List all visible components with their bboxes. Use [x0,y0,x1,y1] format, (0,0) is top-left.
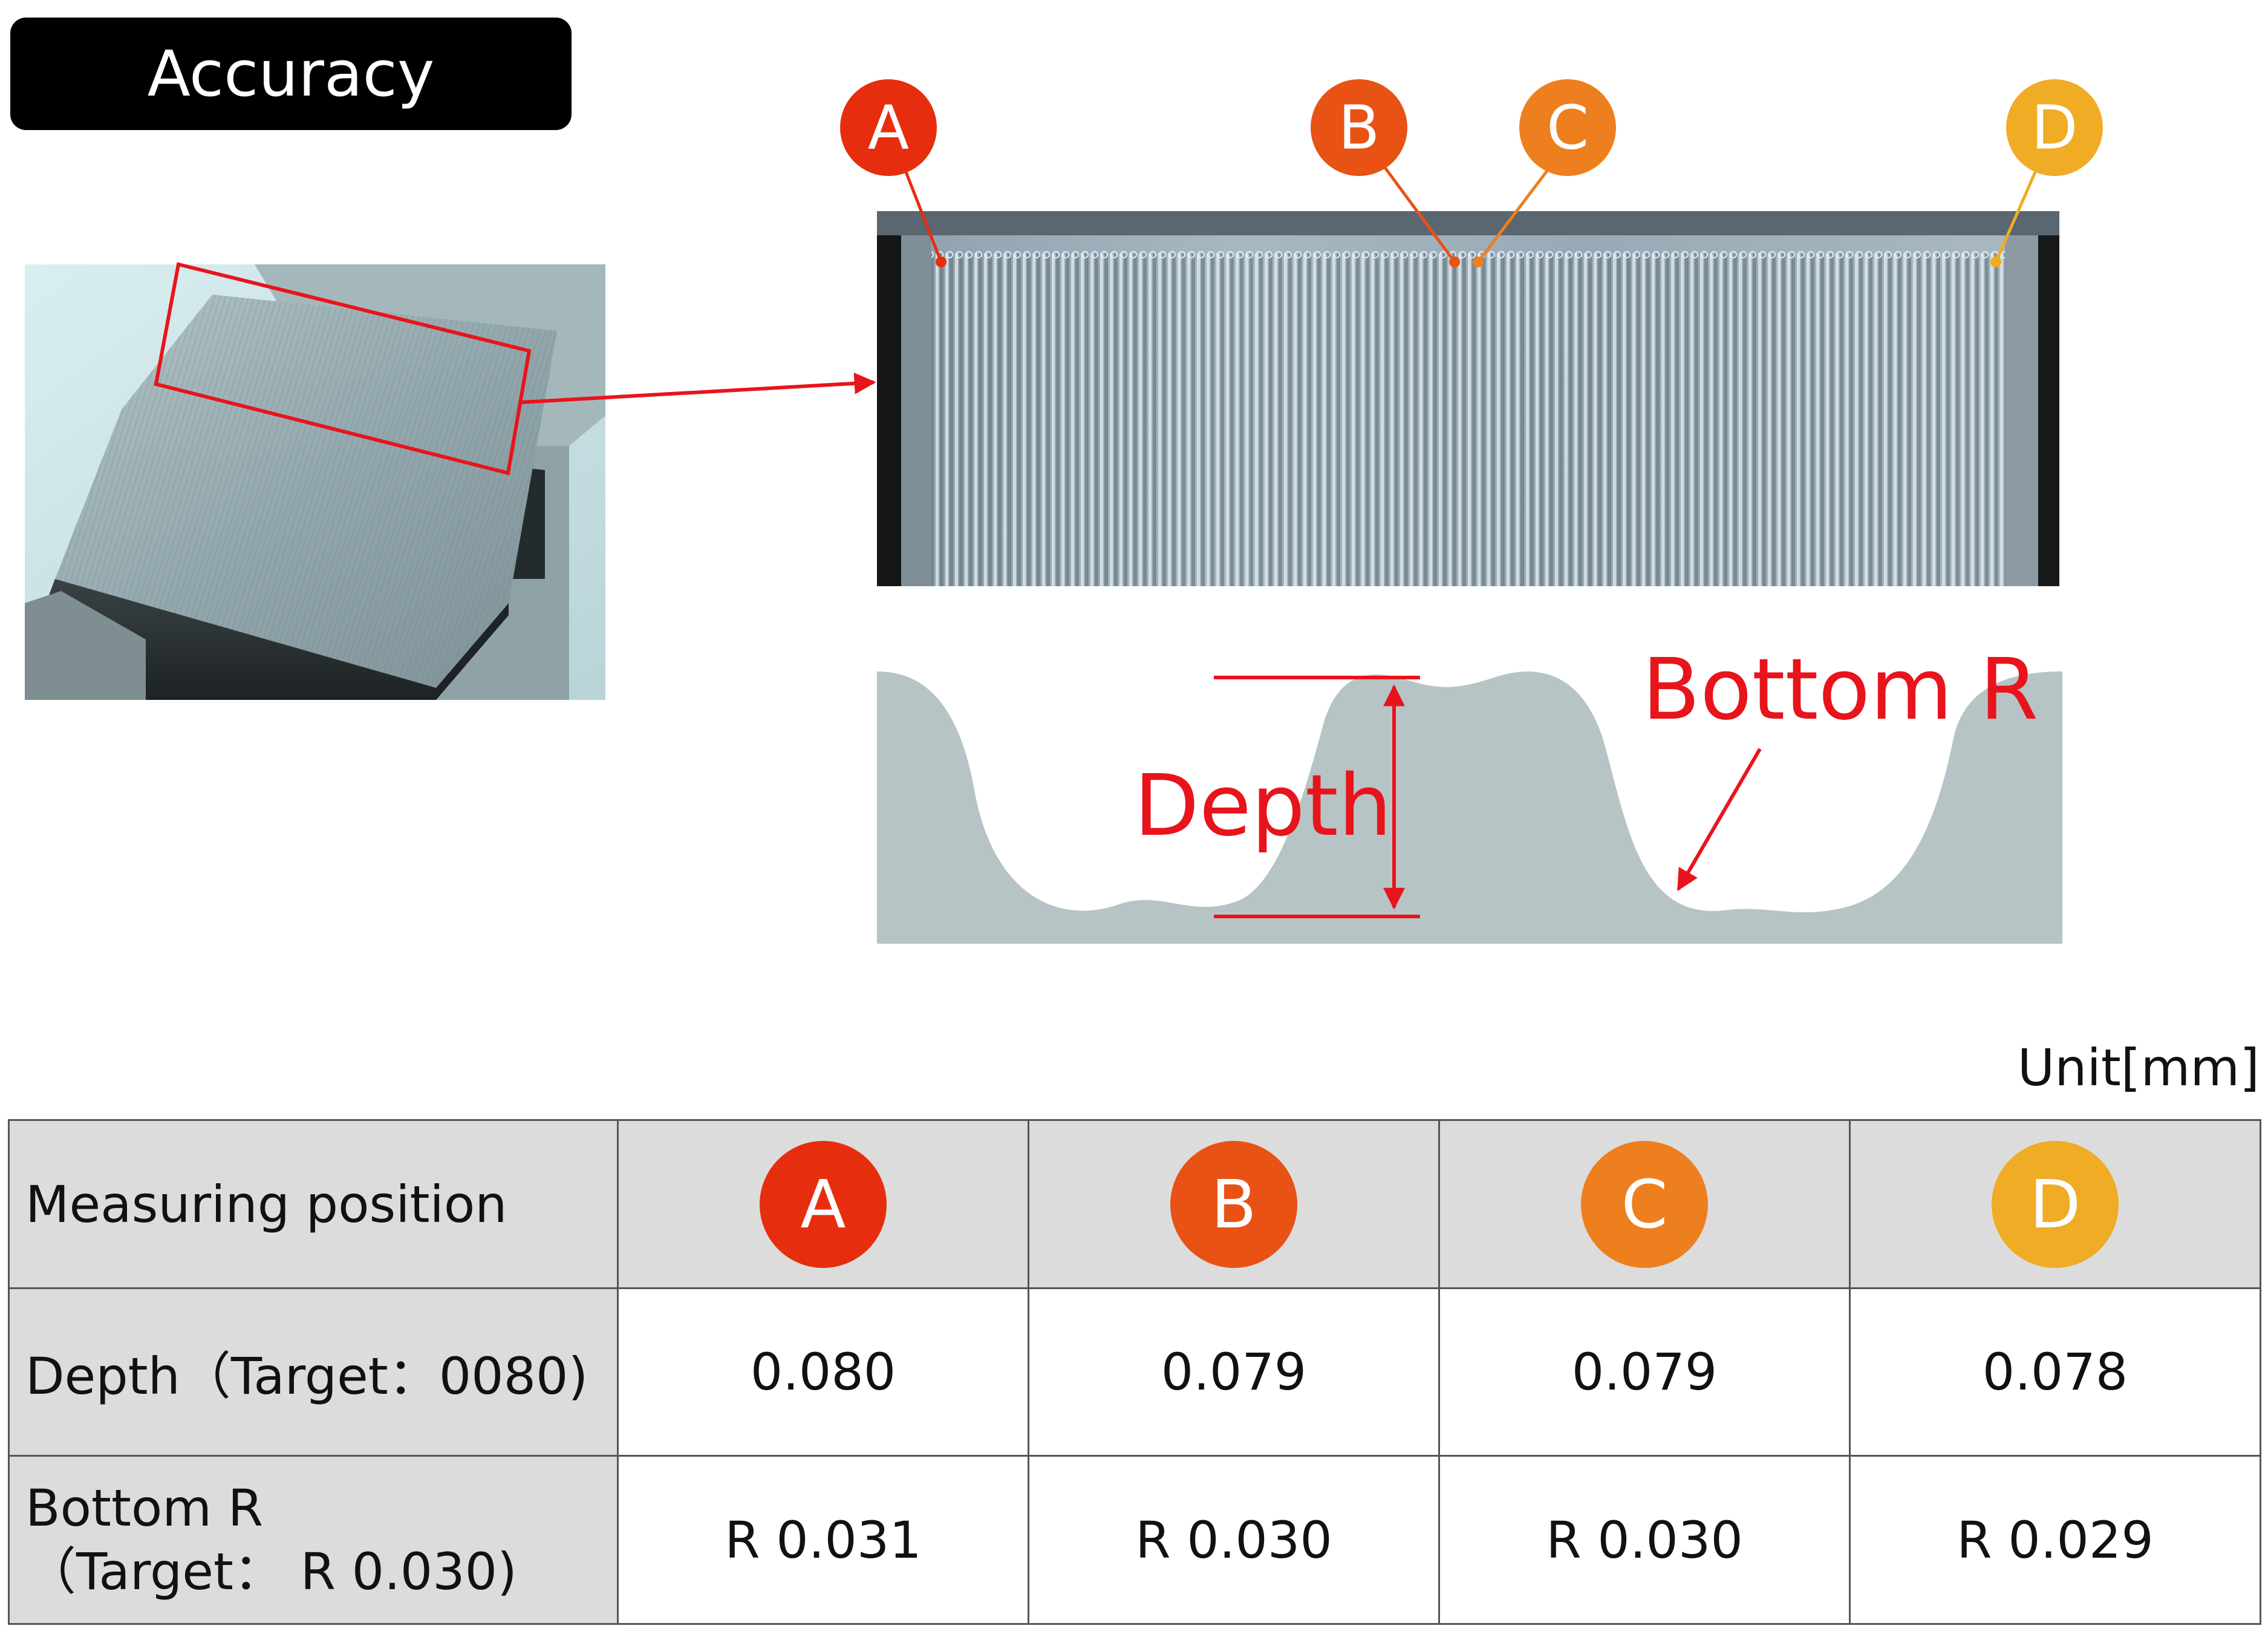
depth-row-label: Depth（Target：0080) [8,1287,619,1457]
position-a-badge: A [760,1140,887,1268]
depth-value-b: 0.079 [1028,1287,1440,1457]
depth-value-d: 0.078 [1849,1287,2261,1457]
marker-c-label: C [1546,93,1589,163]
bottom-r-value-a: R 0.031 [617,1455,1029,1625]
bottom-r-row-label-line1: Bottom R [25,1478,264,1538]
unit-label: Unit[mm] [2017,1038,2260,1097]
header-cell-d: D [1849,1119,2261,1289]
header-cell-a: A [617,1119,1029,1289]
table-row-depth: Depth（Target：0080) 0.080 0.079 0.079 0.0… [8,1287,2261,1457]
measurement-table: Measuring position A B C D Depth（Target：… [8,1119,2261,1625]
depth-value-c: 0.079 [1438,1287,1851,1457]
groove-profile-shape [877,671,2062,944]
page-title: Accuracy [10,18,572,130]
position-c-badge: C [1581,1140,1708,1268]
bottom-r-value-d: R 0.029 [1849,1455,2261,1625]
bottom-r-value-b: R 0.030 [1028,1455,1440,1625]
groove-micrograph [877,211,2059,586]
position-d-badge: D [1992,1140,2119,1268]
bottom-r-value-c: R 0.030 [1438,1455,1851,1625]
marker-a-label: A [868,93,909,163]
table-row-bottom-r: Bottom R （Target： R 0.030) R 0.031 R 0.0… [8,1455,2261,1625]
bottom-r-row-label: Bottom R （Target： R 0.030) [8,1455,619,1625]
header-cell-b: B [1028,1119,1440,1289]
bottom-r-row-label-line2: （Target： R 0.030) [25,1541,517,1601]
header-label-cell: Measuring position [8,1119,619,1289]
header-cell-c: C [1438,1119,1851,1289]
depth-value-a: 0.080 [617,1287,1029,1457]
workpiece-photo [25,264,605,700]
position-b-badge: B [1170,1140,1297,1268]
marker-b-label: B [1338,93,1380,163]
marker-d-label: D [2031,93,2077,163]
groove-profile-diagram [877,671,2062,944]
table-header-row: Measuring position A B C D [8,1119,2261,1289]
